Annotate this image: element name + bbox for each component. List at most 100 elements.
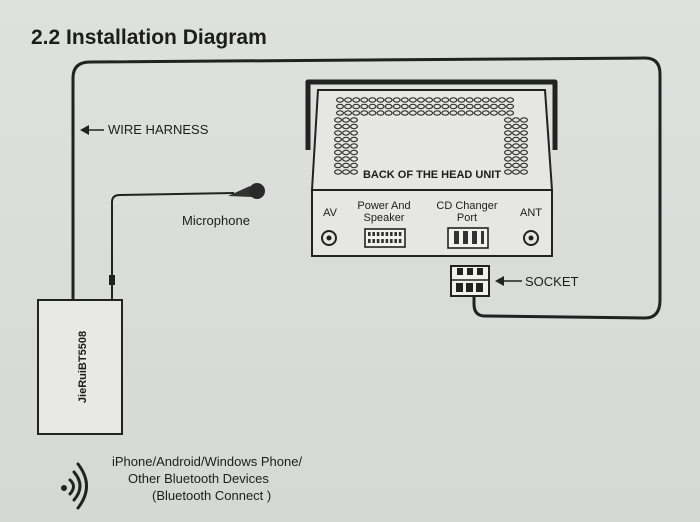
av-port [321,230,337,246]
vent-hole [350,169,359,175]
vent-hole [376,97,385,103]
vent-hole [350,149,359,156]
connector-pin [381,232,384,236]
vent-hole [481,103,490,110]
connector-pin [376,232,380,236]
vent-hole [376,110,385,116]
socket-label: SOCKET [525,274,579,289]
vent-hole [350,117,359,123]
vent-hole [457,110,466,116]
vent-hole [481,110,490,116]
vent-hole [511,136,520,143]
connector-pin [394,232,397,236]
vent-hole [368,110,377,116]
vent-hole [344,110,353,116]
vent-hole [408,110,417,116]
vent-hole [336,110,345,116]
vent-hole [360,97,369,103]
vent-hole [400,103,409,110]
vent-hole [457,97,466,103]
vent-hole [441,97,450,103]
vent-hole [519,136,528,143]
vent-hole [392,110,401,116]
vent-hole [498,97,507,103]
connector-pin [390,239,393,243]
cd-changer-port [447,227,489,249]
vent-hole [511,117,520,123]
vent-hole [425,97,434,103]
vent-hole [481,97,490,103]
arrow-left-icon [495,276,522,286]
bluetooth-text-line-2: Other Bluetooth Devices [128,471,269,486]
vent-hole [433,97,442,103]
vent-hole [342,149,351,156]
vent-hole [511,130,520,136]
wire-harness-label: WIRE HARNESS [108,122,209,137]
vent-hole [334,143,343,149]
vent-hole [350,143,359,149]
connector-pin [368,239,371,243]
connector-pin [398,239,402,243]
vent-hole [400,110,409,116]
vent-hole [342,136,351,143]
head-unit-label: BACK OF THE HEAD UNIT [363,169,501,181]
vent-hole [352,97,361,103]
vent-hole [384,97,393,103]
vent-hole [360,103,369,110]
vent-hole [519,117,528,123]
vent-hole [449,97,458,103]
connector-pin [376,239,380,243]
vent-hole [519,123,528,130]
connector-pin [372,239,375,243]
vent-hole [352,110,361,116]
vent-hole [498,110,507,116]
connector-pin [368,232,371,236]
connector-pin [398,232,402,236]
vent-hole [457,103,466,110]
vent-hole [465,110,474,116]
vent-hole [519,156,528,162]
vent-hole [334,136,343,143]
arrow-left-icon [80,125,104,135]
vent-hole [489,110,498,116]
vent-hole [511,149,520,156]
vent-hole [334,162,343,169]
connector-pin [372,232,375,236]
vent-hole [433,110,442,116]
vent-hole [504,123,513,130]
bluetooth-text-line-3: (Bluetooth Connect ) [152,488,271,503]
power-speaker-label-line-2: Speaker [364,212,405,224]
vent-hole [342,123,351,130]
vent-hole [342,162,351,169]
page-title: 2.2 Installation Diagram [31,26,267,49]
microphone-plug [109,275,115,285]
vent-hole [368,97,377,103]
vent-hole [376,103,385,110]
vent-hole [506,97,515,103]
vent-hole [342,169,351,175]
vent-hole [504,117,513,123]
vent-hole [504,169,513,175]
vent-hole [519,149,528,156]
microphone-label: Microphone [182,213,250,228]
vent-hole [504,162,513,169]
vent-hole [352,103,361,110]
vent-hole [425,110,434,116]
cd-changer-label-line-2: Port [457,212,477,224]
av-port-label: AV [323,207,338,219]
vent-hole [504,136,513,143]
vent-hole [449,103,458,110]
vent-hole [519,169,528,175]
vent-hole [449,110,458,116]
power-speaker-port [364,228,406,248]
vent-hole [504,156,513,162]
vent-hole [489,103,498,110]
vent-hole [425,103,434,110]
vent-hole [350,136,359,143]
cd-changer-label-line-1: CD Changer [436,200,497,212]
vent-hole [336,97,345,103]
vent-hole [334,117,343,123]
vent-hole [504,130,513,136]
